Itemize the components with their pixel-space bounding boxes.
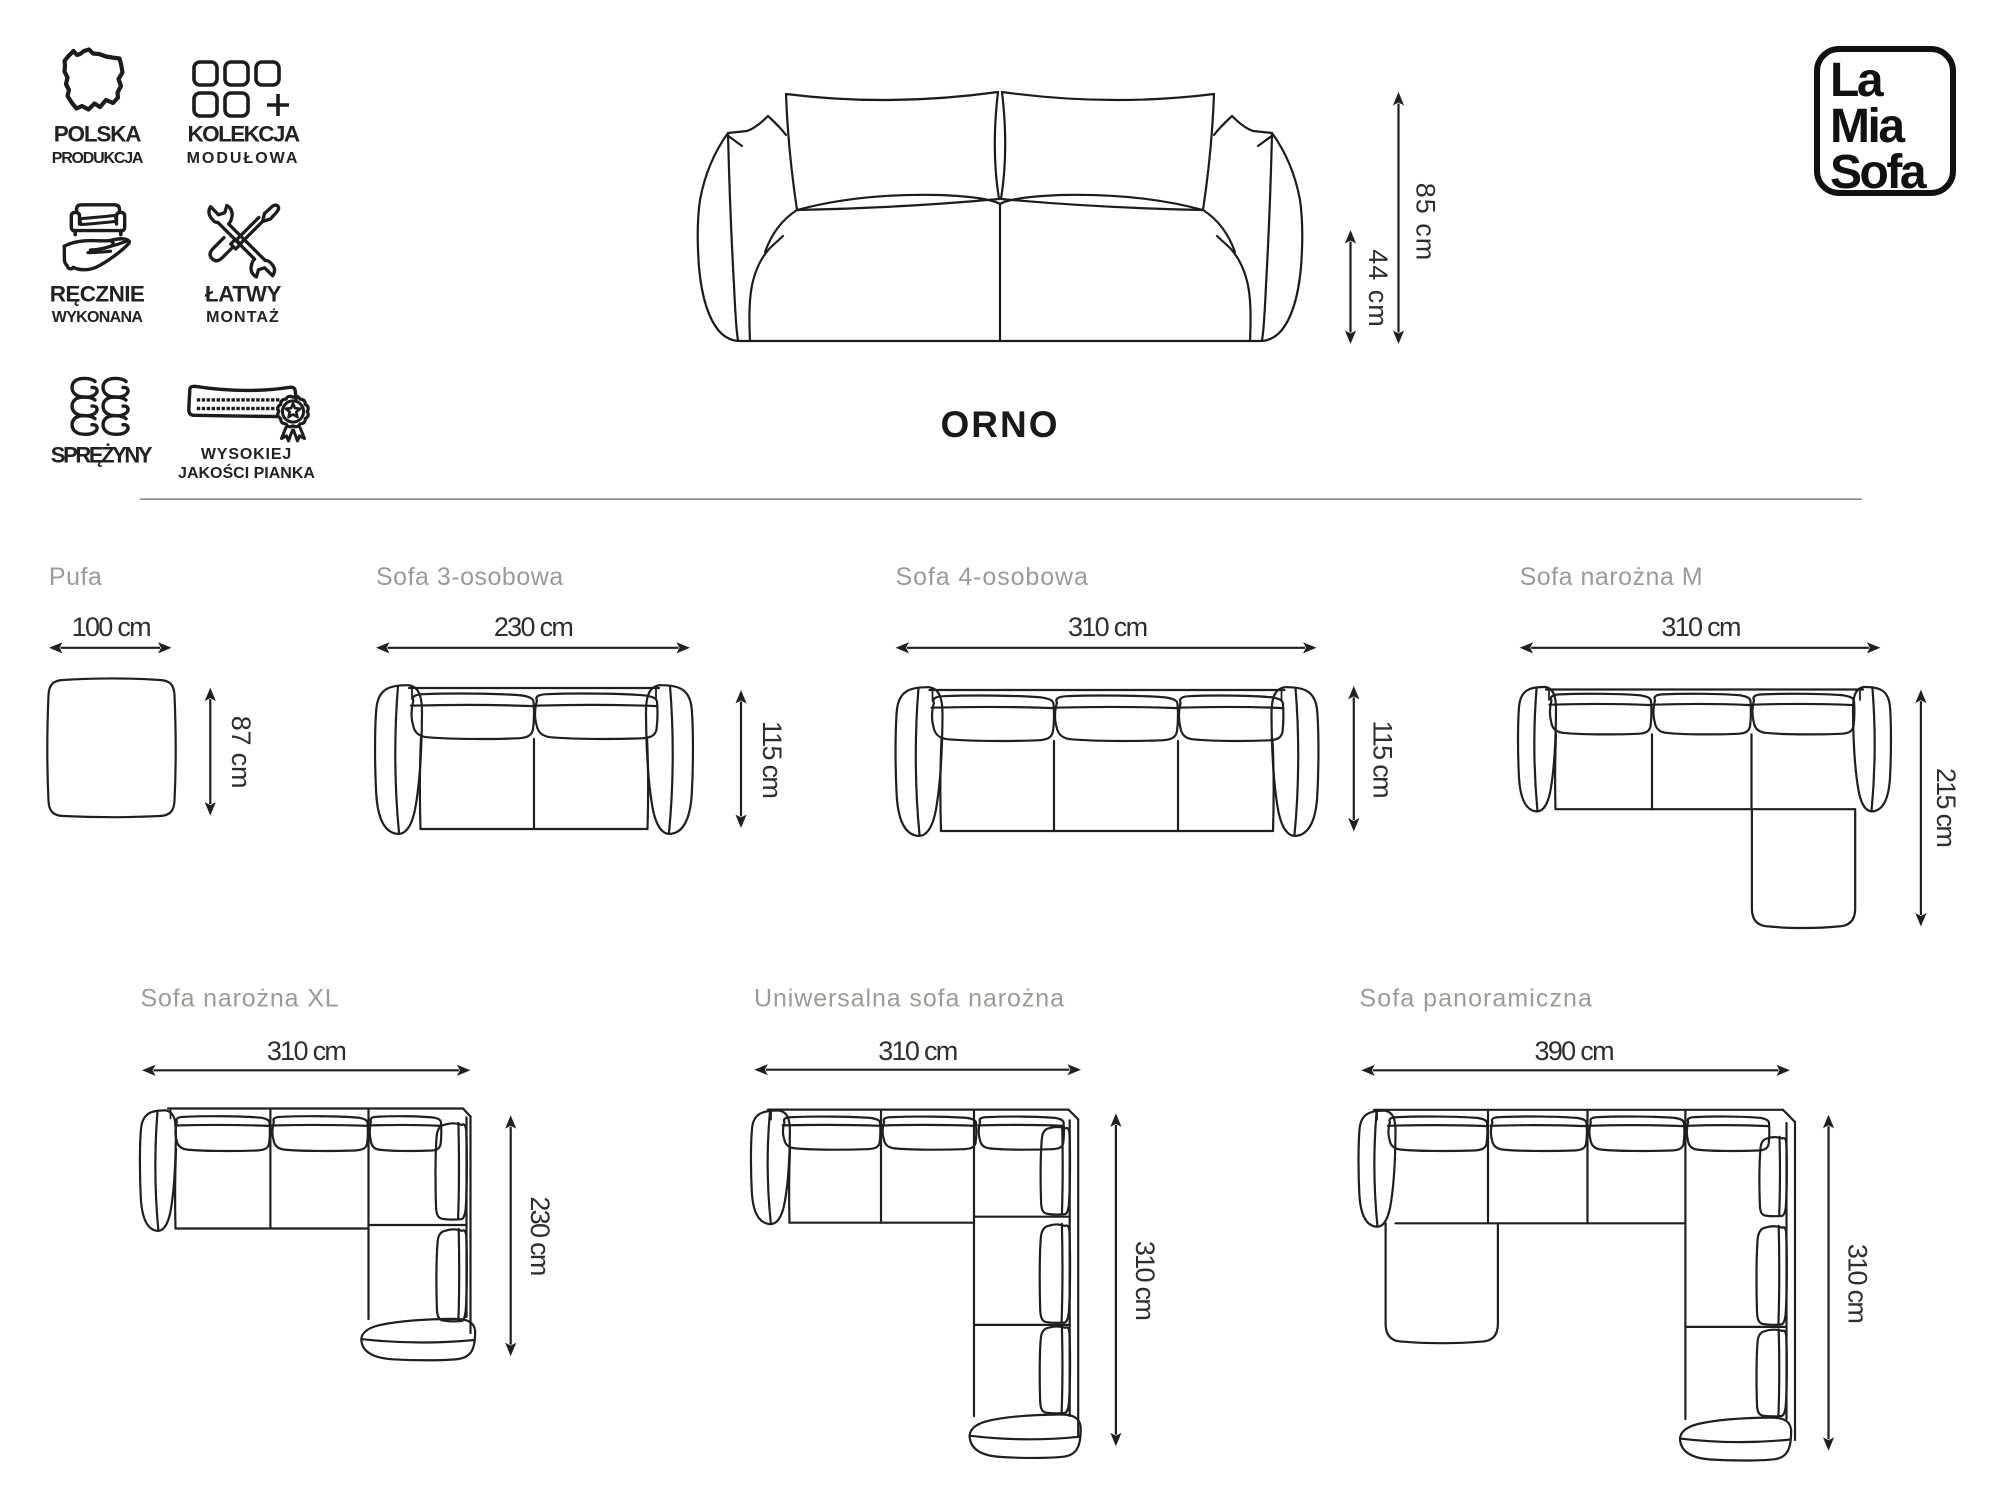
svg-text:RĘCZNIE: RĘCZNIE <box>50 282 145 307</box>
svg-text:390 cm: 390 cm <box>1535 1036 1614 1066</box>
svg-text:310 cm: 310 cm <box>1843 1244 1873 1323</box>
svg-text:100 cm: 100 cm <box>72 612 151 642</box>
svg-text:215 cm: 215 cm <box>1931 768 1961 847</box>
svg-text:PRODUKCJA: PRODUKCJA <box>52 150 144 167</box>
svg-text:Sofa 4-osobowa: Sofa 4-osobowa <box>896 563 1089 591</box>
svg-text:ŁATWY: ŁATWY <box>205 282 282 307</box>
svg-text:Sofa narożna M: Sofa narożna M <box>1520 563 1704 591</box>
svg-text:Sofa: Sofa <box>1830 146 1927 199</box>
svg-text:310 cm: 310 cm <box>1130 1241 1160 1320</box>
svg-text:115 cm: 115 cm <box>1367 721 1397 798</box>
svg-text:Sofa panoramiczna: Sofa panoramiczna <box>1360 985 1593 1013</box>
svg-text:JAKOŚCI PIANKA: JAKOŚCI PIANKA <box>178 463 315 482</box>
svg-text:44 cm: 44 cm <box>1363 249 1393 328</box>
svg-text:ORNO: ORNO <box>941 404 1060 445</box>
svg-text:85 cm: 85 cm <box>1411 183 1441 262</box>
svg-text:POLSKA: POLSKA <box>54 122 142 147</box>
svg-text:115 cm: 115 cm <box>757 721 787 798</box>
svg-text:WYKONANA: WYKONANA <box>52 309 144 326</box>
svg-text:SPRĘŻYNY: SPRĘŻYNY <box>51 443 153 468</box>
svg-text:MODUŁOWA: MODUŁOWA <box>187 150 300 167</box>
svg-text:Mia: Mia <box>1830 100 1905 153</box>
svg-text:Pufa: Pufa <box>49 563 102 591</box>
svg-text:310 cm: 310 cm <box>878 1036 957 1066</box>
svg-text:WYSOKIEJ: WYSOKIEJ <box>201 446 292 463</box>
svg-text:KOLEKCJA: KOLEKCJA <box>188 122 300 147</box>
svg-text:310 cm: 310 cm <box>267 1036 346 1066</box>
svg-text:MONTAŻ: MONTAŻ <box>206 308 280 326</box>
svg-text:La: La <box>1830 54 1884 107</box>
svg-text:310 cm: 310 cm <box>1068 612 1147 642</box>
svg-text:230 cm: 230 cm <box>494 612 573 642</box>
svg-text:310 cm: 310 cm <box>1661 612 1740 642</box>
svg-text:Sofa narożna XL: Sofa narożna XL <box>141 985 340 1013</box>
svg-text:Sofa 3-osobowa: Sofa 3-osobowa <box>376 563 564 591</box>
svg-text:Uniwersalna sofa narożna: Uniwersalna sofa narożna <box>754 985 1065 1013</box>
svg-text:87 cm: 87 cm <box>226 716 256 789</box>
svg-text:230 cm: 230 cm <box>525 1196 555 1275</box>
